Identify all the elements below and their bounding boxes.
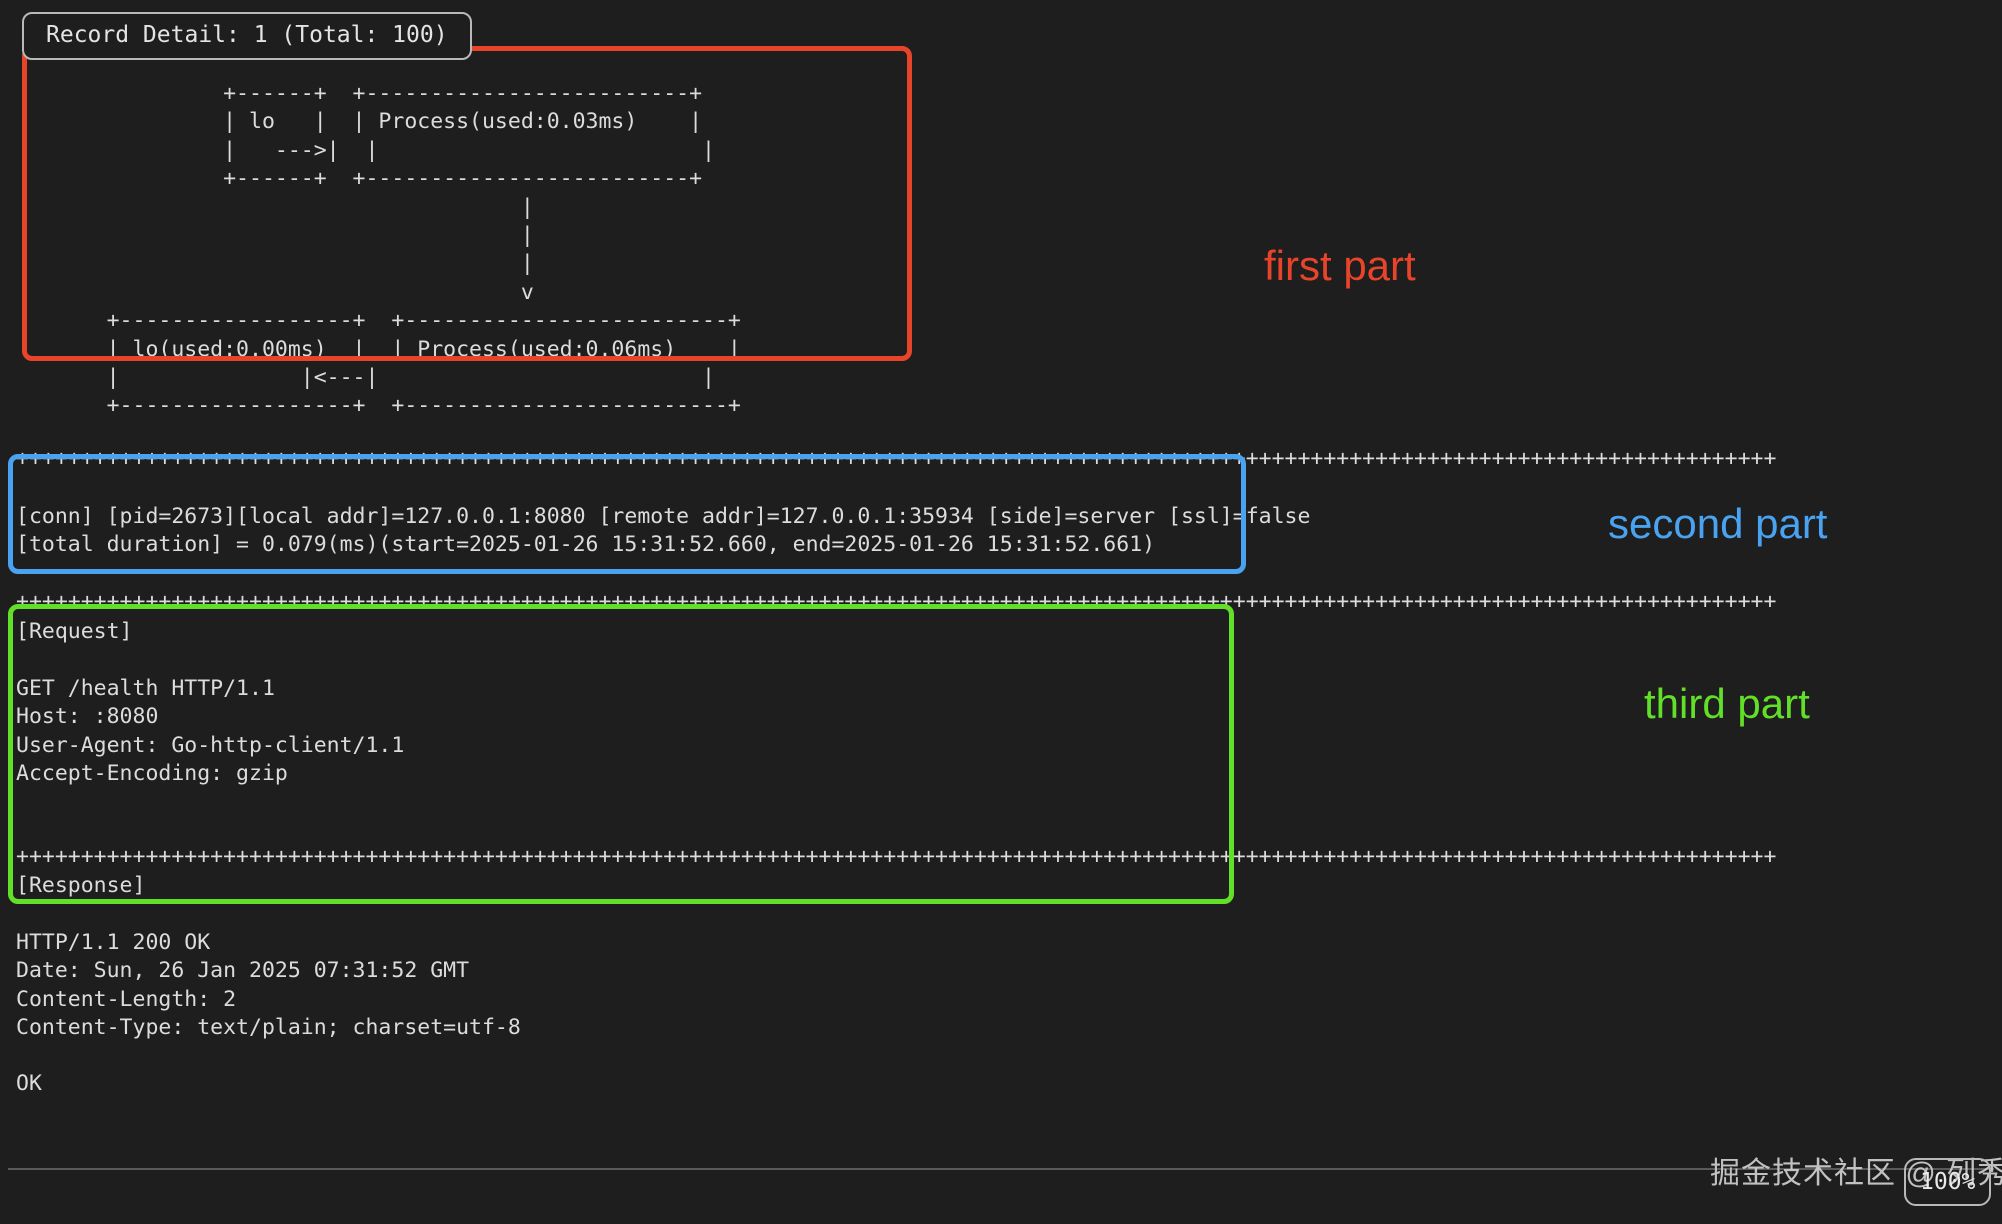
annotation-box-third-part — [8, 604, 1234, 904]
annotation-label-second-part: second part — [1608, 500, 1828, 547]
annotation-box-second-part — [8, 454, 1246, 574]
response-section: [Response] HTTP/1.1 200 OK Date: Sun, 26… — [16, 872, 521, 1042]
conn-summary: [conn] [pid=2673][local addr]=127.0.0.1:… — [16, 503, 1310, 560]
request-heading: [Request] — [16, 619, 133, 644]
conn-line-2: [total duration] = 0.079(ms)(start=2025-… — [16, 532, 1156, 558]
annotation-label-third-part: third part — [1644, 680, 1810, 727]
separator-rule-2: ++++++++++++++++++++++++++++++++++++++++… — [16, 589, 1777, 614]
watermark-text: 掘金技术社区 @ 列秀 — [1710, 1157, 2002, 1190]
record-detail-title: Record Detail: 1 (Total: 100) — [22, 12, 472, 60]
annotation-label-first-part: first part — [1264, 242, 1416, 289]
zoom-level-indicator: 100% — [1904, 1158, 1992, 1206]
annotation-box-first-part — [22, 46, 912, 361]
request-section: [Request] GET /health HTTP/1.1 Host: :80… — [16, 618, 404, 788]
footer-divider — [8, 1168, 1994, 1170]
request-body: GET /health HTTP/1.1 Host: :8080 User-Ag… — [16, 675, 405, 787]
separator-rule-3: ++++++++++++++++++++++++++++++++++++++++… — [16, 844, 1777, 869]
response-heading: [Response] — [16, 873, 146, 898]
conn-line-1: [conn] [pid=2673][local addr]=127.0.0.1:… — [16, 504, 1311, 529]
ascii-flow-diagram: +------+ +-------------------------+ | l… — [106, 81, 741, 419]
response-payload: OK — [16, 1071, 42, 1096]
response-body: HTTP/1.1 200 OK Date: Sun, 26 Jan 2025 0… — [16, 929, 521, 1041]
